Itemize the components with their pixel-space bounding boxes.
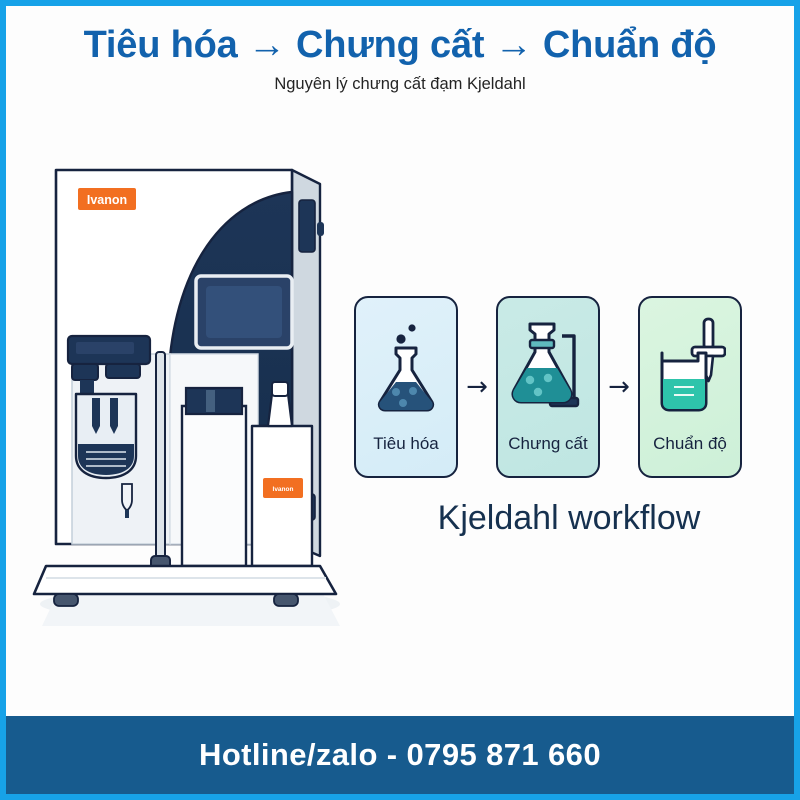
side-hinge [317, 222, 324, 236]
support-rod [155, 351, 166, 571]
receiver-cap-highlight [206, 390, 215, 412]
workflow-step-label: Chuẩn độ [653, 434, 727, 453]
liquid-bubble-1 [392, 388, 400, 396]
machine-display-screen [206, 286, 282, 338]
burette-barrel [702, 317, 715, 351]
distill-bubble-2 [543, 373, 553, 383]
reagent-bottle-cap [271, 381, 289, 397]
workflow-arrow-2: → [608, 372, 630, 402]
dispense-clamp-right [105, 363, 141, 379]
page-title: Tiêu hóa → Chưng cất → Chuẩn độ [83, 24, 717, 66]
workflow-step-distillation[interactable]: Chưng cất [496, 296, 600, 478]
distill-liquid [512, 368, 572, 402]
machine-floor-shadow [42, 588, 340, 626]
dispense-head-slot [76, 342, 134, 354]
vessel-probe-a [92, 398, 100, 434]
base-foot-right [273, 593, 299, 607]
liquid-bubble-2 [409, 387, 417, 395]
drip-tip [125, 510, 129, 518]
workflow-steps: Tiêu hóa → Chưng cấ [354, 292, 784, 482]
liquid-bubble-3 [399, 399, 407, 407]
workflow-step-digestion[interactable]: Tiêu hóa [354, 296, 458, 478]
machine-base [32, 564, 338, 596]
receiver-container [180, 404, 248, 568]
distillation-flask-icon [510, 314, 586, 418]
vessel-probe-b [110, 398, 118, 434]
bubble-top [408, 324, 416, 332]
footer-contact-bar: Hotline/zalo - 0795 871 660 [6, 716, 794, 794]
reagent-bottle-neck [266, 392, 294, 428]
burette-beaker-icon [654, 314, 726, 418]
content-stage: Ivanon [6, 114, 794, 716]
erlenmeyer-flask-icon [372, 314, 440, 418]
reagent-bottle-label-text: Ivanon [273, 486, 294, 493]
workflow-caption: Kjeldahl workflow [437, 499, 701, 537]
bubble-lower [396, 334, 406, 344]
workflow-step-titration[interactable]: Chuẩn độ [638, 296, 742, 478]
reagent-bottle-label [263, 478, 303, 498]
dispense-clamp-left [71, 363, 99, 381]
workflow-arrow-1: → [466, 372, 488, 402]
brand-badge [78, 188, 136, 210]
workflow-step-label: Tiêu hóa [373, 434, 439, 453]
page-subtitle: Nguyên lý chưng cất đạm Kjeldahl [274, 75, 526, 93]
distill-bubble-1 [525, 375, 535, 385]
side-vent-upper [298, 199, 316, 253]
hotline-text: Hotline/zalo - 0795 871 660 [199, 737, 601, 772]
kjeldahl-machine-illustration: Ivanon [20, 126, 360, 646]
header: Tiêu hóa → Chưng cất → Chuẩn độ Nguyên l… [6, 6, 794, 114]
base-foot-left [53, 593, 79, 607]
brand-badge-label: Ivanon [87, 193, 127, 207]
drip-nozzle [121, 483, 133, 511]
flask-collar [528, 338, 556, 350]
workflow-step-label: Chưng cất [508, 434, 588, 453]
distill-bubble-3 [533, 387, 543, 397]
flask-liquid [379, 382, 433, 410]
